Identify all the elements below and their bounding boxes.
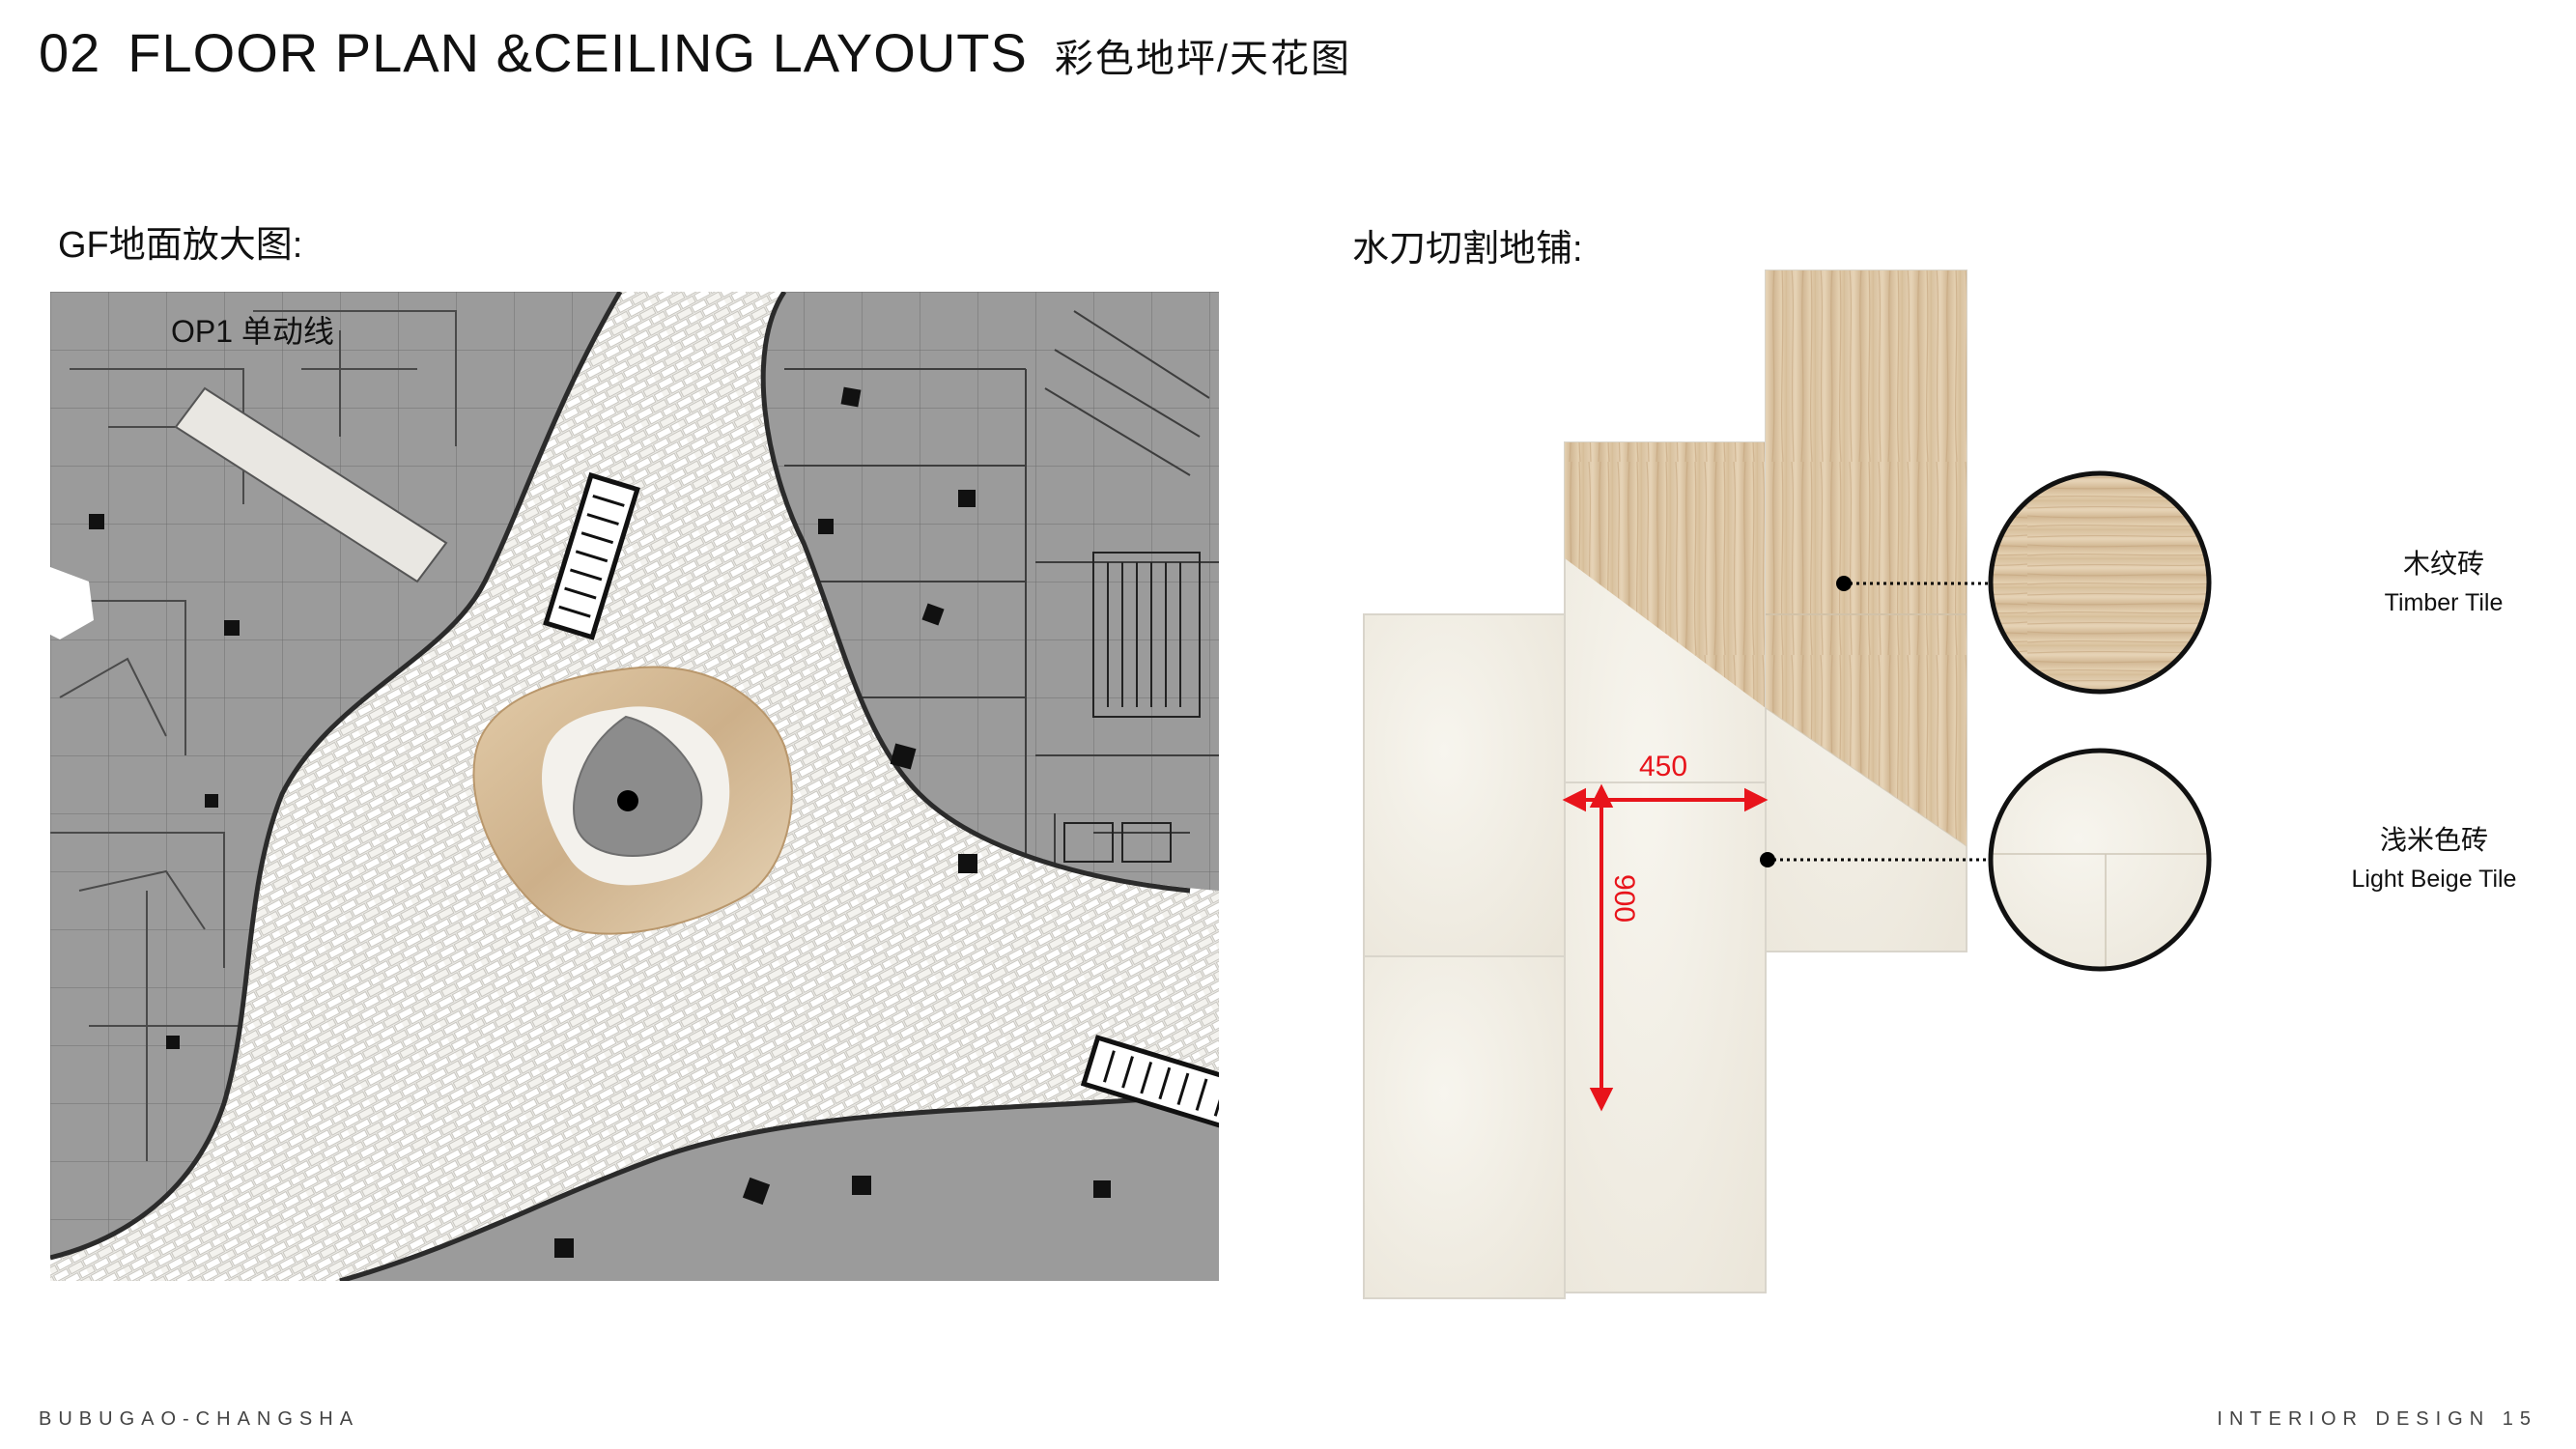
waterjet-tile-diagram: 450 900 (1363, 270, 2212, 1299)
beige-tile (1363, 955, 1566, 1299)
left-building-walls (50, 310, 457, 1161)
page-subtitle: 彩色地坪/天花图 (1054, 38, 1351, 80)
footer-project: BUBUGAO-CHANGSHA (39, 1408, 360, 1430)
plan-annotation: OP1 单动线 (171, 314, 334, 349)
dimension-width-label: 450 (1639, 751, 1687, 782)
stair-core (1063, 552, 1201, 863)
columns (89, 386, 1111, 1258)
right-building-walls (784, 310, 1219, 968)
page-number-title: 02 (39, 22, 101, 83)
beige-tile (1363, 613, 1566, 957)
right-boundary-curve (760, 292, 1191, 894)
bridge-walkway (174, 386, 448, 583)
beige-leader-dot (1760, 852, 1775, 867)
center-point (617, 790, 638, 811)
timber-sample (1991, 473, 2209, 692)
title-row: 02 FLOOR PLAN &CEILING LAYOUTS 彩色地坪/天花图 (39, 21, 1351, 84)
timber-cut (1565, 442, 1766, 708)
timber-name-en: Timber Tile (2384, 589, 2504, 616)
timber-tile (1766, 270, 1967, 846)
timber-leader-dot (1836, 576, 1852, 591)
dimension-height-label: 900 (1608, 874, 1640, 923)
gf-floor-plan: OP1 单动线 (50, 292, 1219, 1281)
beige-sample (1991, 751, 2209, 969)
lower-building (340, 1094, 1219, 1281)
escalator-top (543, 471, 640, 640)
left-boundary-curve (50, 292, 623, 1261)
beige-name-en: Light Beige Tile (2351, 866, 2517, 893)
footer-page: INTERIOR DESIGN 15 (2217, 1408, 2537, 1430)
beige-name-cn: 浅米色砖 (2379, 825, 2488, 855)
escalator-bottom (1080, 1035, 1219, 1135)
timber-tile-note: 木纹砖 Timber Tile (2357, 543, 2531, 617)
page-title: FLOOR PLAN &CEILING LAYOUTS (127, 22, 1028, 83)
timber-name-cn: 木纹砖 (2402, 549, 2484, 579)
central-island (573, 715, 703, 857)
waterjet-paving-label: 水刀切割地铺: (1352, 229, 1583, 270)
gf-plan-label: GF地面放大图: (58, 225, 303, 266)
dimension-arrows (1562, 783, 1769, 1112)
beige-tile-note: 浅米色砖 Light Beige Tile (2328, 819, 2540, 894)
